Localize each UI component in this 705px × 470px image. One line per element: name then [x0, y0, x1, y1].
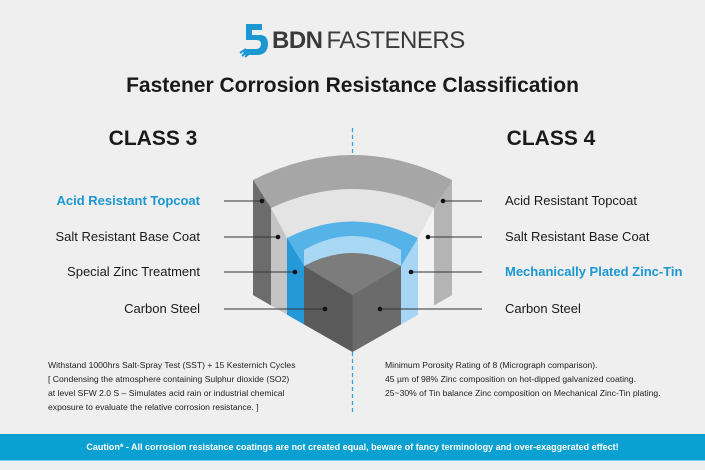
class4-layer-label: Salt Resistant Base Coat — [505, 229, 650, 244]
note-line: Minimum Porosity Rating of 8 (Micrograph… — [385, 360, 598, 370]
class3-layer-label: Acid Resistant Topcoat — [56, 193, 200, 208]
class4-notes: Minimum Porosity Rating of 8 (Micrograph… — [385, 358, 661, 400]
steel-core — [304, 253, 401, 352]
class3-layer-label: Special Zinc Treatment — [67, 264, 200, 279]
leader-dots — [259, 198, 446, 312]
class3-layer-label: Salt Resistant Base Coat — [55, 229, 200, 244]
page-title: Fastener Corrosion Resistance Classifica… — [126, 74, 579, 97]
bdn-logo-icon — [239, 24, 268, 58]
note-line: exposure to evaluate the relative corros… — [48, 402, 259, 412]
class4-layer-label: Acid Resistant Topcoat — [505, 193, 637, 208]
class4-layer-label: Carbon Steel — [505, 301, 581, 316]
note-line: at level SFW 2.0 S – Simulates acid rain… — [48, 388, 285, 398]
note-line: Withstand 1000hrs Salt-Spray Test (SST) … — [48, 360, 296, 370]
brand-bold: BDN — [272, 27, 323, 54]
note-line: 45 µm of 98% Zinc composition on hot-dip… — [385, 374, 636, 384]
caution-banner: Caution* - All corrosion resistance coat… — [0, 434, 705, 461]
leader-lines — [224, 200, 482, 310]
class4-heading: CLASS 4 — [506, 127, 596, 150]
class3-heading: CLASS 3 — [108, 127, 198, 150]
class4-layer-label: Mechanically Plated Zinc-Tin — [505, 264, 683, 279]
note-line: [ Condensing the atmosphere containing S… — [48, 374, 290, 384]
class3-notes: Withstand 1000hrs Salt-Spray Test (SST) … — [48, 358, 296, 414]
brand-light: FASTENERS — [326, 27, 466, 54]
note-line: 25~30% of Tin balance Zinc composition o… — [385, 388, 661, 398]
class3-layer-label: Carbon Steel — [124, 301, 200, 316]
